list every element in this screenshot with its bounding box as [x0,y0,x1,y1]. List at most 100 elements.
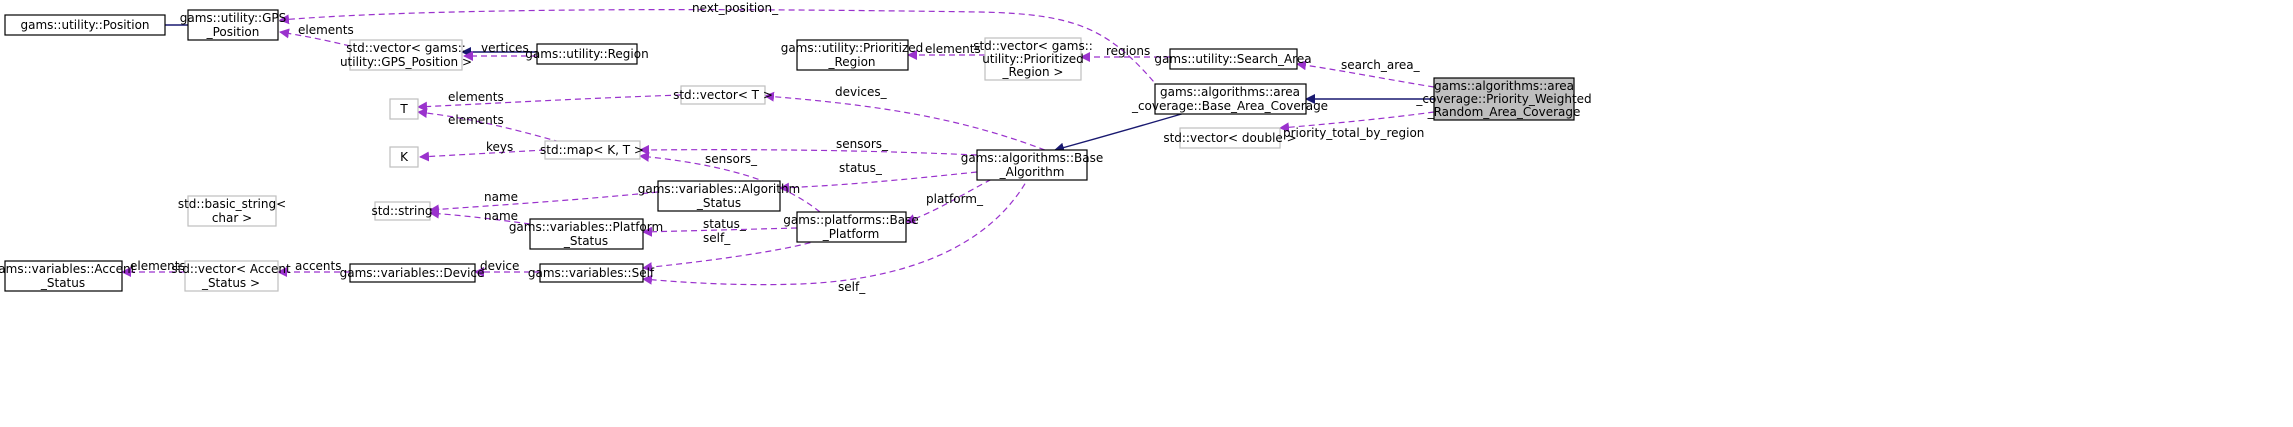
edge-label-keys: keys [486,140,513,154]
node-map-k-t[interactable]: std::map< K, T > [540,140,644,160]
usage-edge [429,191,659,215]
edge-label-vertices: vertices [481,41,529,55]
node-priority-weighted-random-area-coverage[interactable]: gams::algorithms::area _coverage::Priori… [1415,77,1592,121]
node-label: K [400,150,409,164]
usage-edge [779,171,978,193]
node-label: gams::algorithms::area [1160,85,1300,99]
node-label: _Status [563,234,608,248]
node-label: gams::platforms::Base [783,213,919,227]
edge-label-status: status_ [703,217,747,231]
node-search-area[interactable]: gams::utility::Search_Area [1154,48,1312,70]
node-label: std::basic_string< [178,197,286,211]
edge-label-devices: devices_ [835,85,888,99]
node-label: _Status [696,196,741,210]
node-region[interactable]: gams::utility::Region [525,43,649,65]
edge-label-sensors: sensors_ [836,137,889,151]
node-label: utility::Prioritized [982,52,1084,66]
usage-edge [639,151,821,213]
node-prioritized-region[interactable]: gams::utility::Prioritized _Region [781,39,924,71]
node-label: std::vector< gams:: [973,39,1093,53]
node-label: gams::algorithms::Base [961,151,1103,165]
node-label: T [399,102,408,116]
node-label: std::map< K, T > [540,143,644,157]
node-basic-string[interactable]: std::basic_string< char > [178,195,286,227]
node-label: gams::utility::Position [20,18,149,32]
node-label: utility::GPS_Position > [340,55,472,69]
node-label: gams::variables::Algorithm [638,182,801,196]
node-label: char > [212,211,252,225]
usage-edge [639,144,978,156]
edge-label-regions: regions [1106,44,1150,58]
node-base-area-coverage[interactable]: gams::algorithms::area _coverage::Base_A… [1131,83,1328,115]
node-label: gams::algorithms::area [1434,79,1574,93]
edge-label-elements: elements [130,259,186,273]
edge-label-name: name [484,209,518,223]
node-label: _Status [40,276,85,290]
usage-edge [279,28,351,47]
usage-edge [642,174,1031,286]
node-label: std::vector< double > [1163,131,1296,145]
node-accent-status[interactable]: gams::variables::Accent _Status [0,260,136,292]
node-algorithm-status[interactable]: gams::variables::Algorithm _Status [638,180,801,212]
node-label: gams::utility::GPS [180,11,286,25]
node-label: _coverage::Base_Area_Coverage [1131,99,1328,113]
node-label: _Status > [201,276,260,290]
edge-label-search-area: search_area_ [1341,58,1421,72]
node-label: std::string [371,204,432,218]
usage-edge [279,9,1161,90]
node-vector-prioritized-region[interactable]: std::vector< gams:: utility::Prioritized… [973,37,1093,81]
edge-label-self: self_ [838,280,866,294]
node-label: gams::utility::Region [525,47,648,61]
node-label: gams::variables::Self [528,266,655,280]
node-t[interactable]: T [389,98,419,120]
node-self[interactable]: gams::variables::Self [528,263,655,283]
usage-edge [642,239,821,273]
node-gps-position[interactable]: gams::utility::GPS _Position [180,9,286,41]
edge-label-next-position: next_position_ [692,1,779,15]
node-label: _Region > [1002,65,1064,79]
edge-label-elements: elements [448,90,504,104]
node-label: _Position [206,25,260,39]
node-vector-t[interactable]: std::vector< T > [673,85,773,105]
usage-edge [417,94,682,112]
edge-label-accents: accents [295,259,342,273]
node-vector-accent-status[interactable]: std::vector< Accent _Status > [171,260,291,292]
edge-label-status: status_ [839,161,883,175]
usage-edge [417,108,561,143]
node-vector-gps-position[interactable]: std::vector< gams:: utility::GPS_Positio… [340,39,472,71]
edge-label-sensors: sensors_ [705,152,758,166]
usage-edge [419,149,546,162]
edge-label-name: name [484,190,518,204]
node-position[interactable]: gams::utility::Position [4,14,166,36]
usage-edge [905,174,1001,224]
usage-edge [764,91,1046,151]
node-label: gams::variables::Device [340,266,485,280]
node-string[interactable]: std::string [371,201,433,221]
node-device[interactable]: gams::variables::Device [340,263,485,283]
usage-edge [1296,60,1435,88]
node-label: std::vector< Accent [171,262,291,276]
node-vector-double[interactable]: std::vector< double > [1163,127,1297,149]
node-label: _Algorithm [999,165,1065,179]
node-k[interactable]: K [389,146,419,168]
node-platform-status[interactable]: gams::variables::Platform _Status [509,218,663,250]
node-base-platform[interactable]: gams::platforms::Base _Platform [783,211,919,243]
edge-label-device: device [480,259,519,273]
edge-label-elements: elements [298,23,354,37]
node-label: gams::variables::Accent [0,262,136,276]
node-label: _Random_Area_Coverage [1427,105,1581,119]
node-label: gams::utility::Prioritized [781,41,924,55]
edge-label-elements: elements [448,113,504,127]
usage-edge [1279,111,1435,133]
node-base-algorithm[interactable]: gams::algorithms::Base _Algorithm [961,149,1103,181]
edge-label-elements: elements [925,42,981,56]
usage-edge [642,226,798,237]
node-label: gams::variables::Platform [509,220,663,234]
node-label: _Region [827,55,875,69]
node-label: std::vector< gams:: [346,41,466,55]
node-label: gams::utility::Search_Area [1154,52,1311,66]
node-label: _coverage::Priority_Weighted [1415,92,1591,106]
edge-label-priority-total: priority_total_by_region [1283,126,1424,140]
edge-label-self: self_ [703,231,731,245]
inheritance-edge [1054,112,1186,153]
